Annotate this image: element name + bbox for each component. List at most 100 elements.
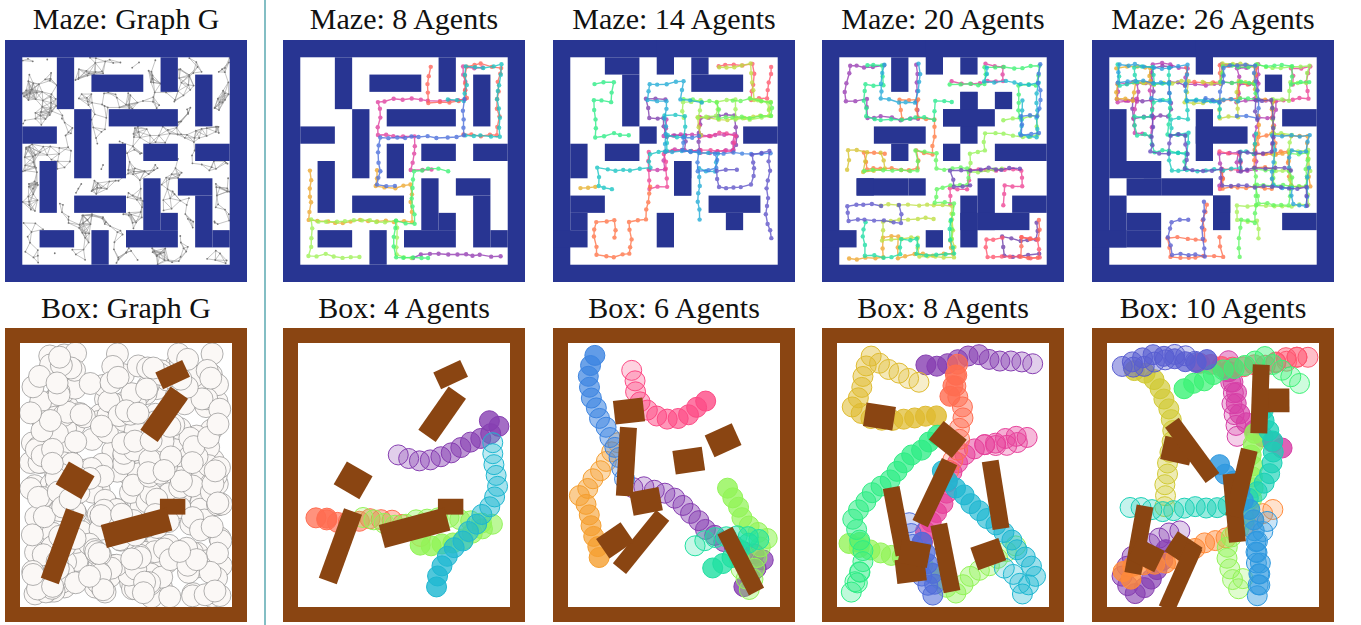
graph-edge bbox=[196, 131, 207, 136]
graph-vertex bbox=[95, 71, 97, 73]
graph-vertex bbox=[119, 141, 121, 143]
graph-edge bbox=[28, 81, 39, 84]
graph-edge bbox=[23, 202, 31, 210]
graph-edge bbox=[185, 135, 187, 138]
graph-edge bbox=[150, 135, 159, 143]
graph-vertex bbox=[218, 109, 220, 111]
agent-path bbox=[1252, 80, 1313, 189]
agent-path bbox=[592, 80, 631, 140]
graph-edge bbox=[33, 152, 40, 156]
graph-edge bbox=[127, 150, 134, 153]
graph-edge bbox=[216, 195, 217, 207]
agent-path bbox=[1235, 131, 1313, 240]
maze-wall bbox=[995, 144, 1047, 161]
graph-edge bbox=[50, 146, 59, 148]
graph-edge bbox=[69, 223, 80, 228]
graph-vertex bbox=[120, 62, 122, 64]
graph-vertex bbox=[70, 132, 72, 134]
maze-wall bbox=[639, 126, 656, 143]
graph-edge bbox=[92, 188, 98, 191]
graph-vertex bbox=[48, 112, 50, 114]
maze-wall bbox=[161, 213, 178, 230]
graph-vertex bbox=[28, 204, 30, 206]
graph-edge bbox=[33, 83, 39, 85]
graph-edge bbox=[26, 90, 28, 94]
graph-edge bbox=[28, 196, 30, 201]
graph-vertex bbox=[27, 80, 29, 82]
graph-vertex bbox=[28, 186, 30, 188]
graph-vertex bbox=[29, 92, 31, 94]
graph-vertex bbox=[137, 259, 139, 261]
maze-wall bbox=[178, 178, 213, 195]
graph-edge bbox=[174, 100, 176, 102]
graph-edge bbox=[185, 205, 186, 214]
graph-edge bbox=[95, 61, 105, 63]
graph-vertex bbox=[173, 101, 175, 103]
agent-path bbox=[862, 148, 971, 241]
graph-vertex bbox=[102, 164, 104, 166]
graph-edge bbox=[65, 123, 69, 133]
graph-edge bbox=[189, 58, 197, 67]
graph-vertex bbox=[216, 126, 218, 128]
maze-wall bbox=[40, 230, 75, 247]
graph-edge bbox=[140, 138, 150, 144]
graph-edge bbox=[22, 93, 26, 94]
graph-edge bbox=[135, 168, 144, 171]
graph-edge bbox=[180, 198, 189, 201]
graph-edge bbox=[128, 195, 133, 197]
graph-vertex bbox=[226, 187, 228, 189]
graph-edge bbox=[227, 178, 229, 188]
graph-vertex bbox=[69, 161, 71, 163]
graph-edge bbox=[180, 113, 188, 122]
graph-edge bbox=[96, 138, 97, 144]
graph-vertex bbox=[171, 173, 173, 175]
graph-vertex bbox=[192, 72, 194, 74]
graph-edge bbox=[66, 133, 71, 135]
graph-edge bbox=[37, 256, 38, 263]
maze-wall bbox=[891, 57, 908, 92]
graph-edge bbox=[50, 78, 51, 79]
maze-wall bbox=[978, 213, 1030, 230]
agent-path bbox=[982, 65, 1041, 139]
graph-edge bbox=[189, 67, 197, 75]
maze-wall bbox=[605, 57, 640, 74]
graph-vertex bbox=[22, 123, 24, 125]
graph-vertex bbox=[38, 83, 40, 85]
graph-vertex bbox=[28, 183, 30, 185]
graph-vertex bbox=[28, 74, 30, 76]
graph-vertex bbox=[55, 98, 57, 100]
maze-wall bbox=[943, 144, 960, 161]
agent-path bbox=[862, 63, 954, 122]
graph-vertex bbox=[156, 254, 158, 256]
graph-edge bbox=[108, 92, 117, 97]
graph-vertex bbox=[201, 128, 203, 130]
graph-edge bbox=[51, 99, 56, 103]
graph-vertex bbox=[78, 77, 80, 79]
maze-wall bbox=[212, 230, 229, 247]
graph-edge bbox=[168, 130, 170, 134]
graph-edge bbox=[196, 131, 199, 138]
graph-edge bbox=[215, 260, 225, 263]
graph-edge bbox=[35, 167, 37, 173]
graph-edge bbox=[159, 130, 168, 136]
graph-vertex bbox=[115, 180, 117, 182]
maze-panel bbox=[1092, 40, 1334, 282]
graph-edge bbox=[166, 178, 167, 190]
graph-vertex bbox=[132, 222, 134, 224]
graph-edge bbox=[206, 128, 207, 136]
graph-vertex bbox=[141, 217, 143, 219]
graph-edge bbox=[59, 147, 68, 149]
maze-wall bbox=[22, 126, 57, 143]
graph-edge bbox=[118, 253, 126, 260]
maze-wall bbox=[318, 161, 335, 213]
graph-edge bbox=[23, 59, 28, 61]
graph-vertex bbox=[34, 181, 36, 183]
graph-edge bbox=[180, 69, 189, 76]
graph-vertex bbox=[61, 118, 63, 120]
graph-vertex bbox=[215, 186, 217, 188]
maze-wall bbox=[57, 57, 74, 109]
agent-path bbox=[1131, 61, 1256, 120]
graph-vertex bbox=[42, 146, 44, 148]
graph-edge bbox=[90, 57, 96, 58]
graph-edge bbox=[92, 120, 94, 128]
